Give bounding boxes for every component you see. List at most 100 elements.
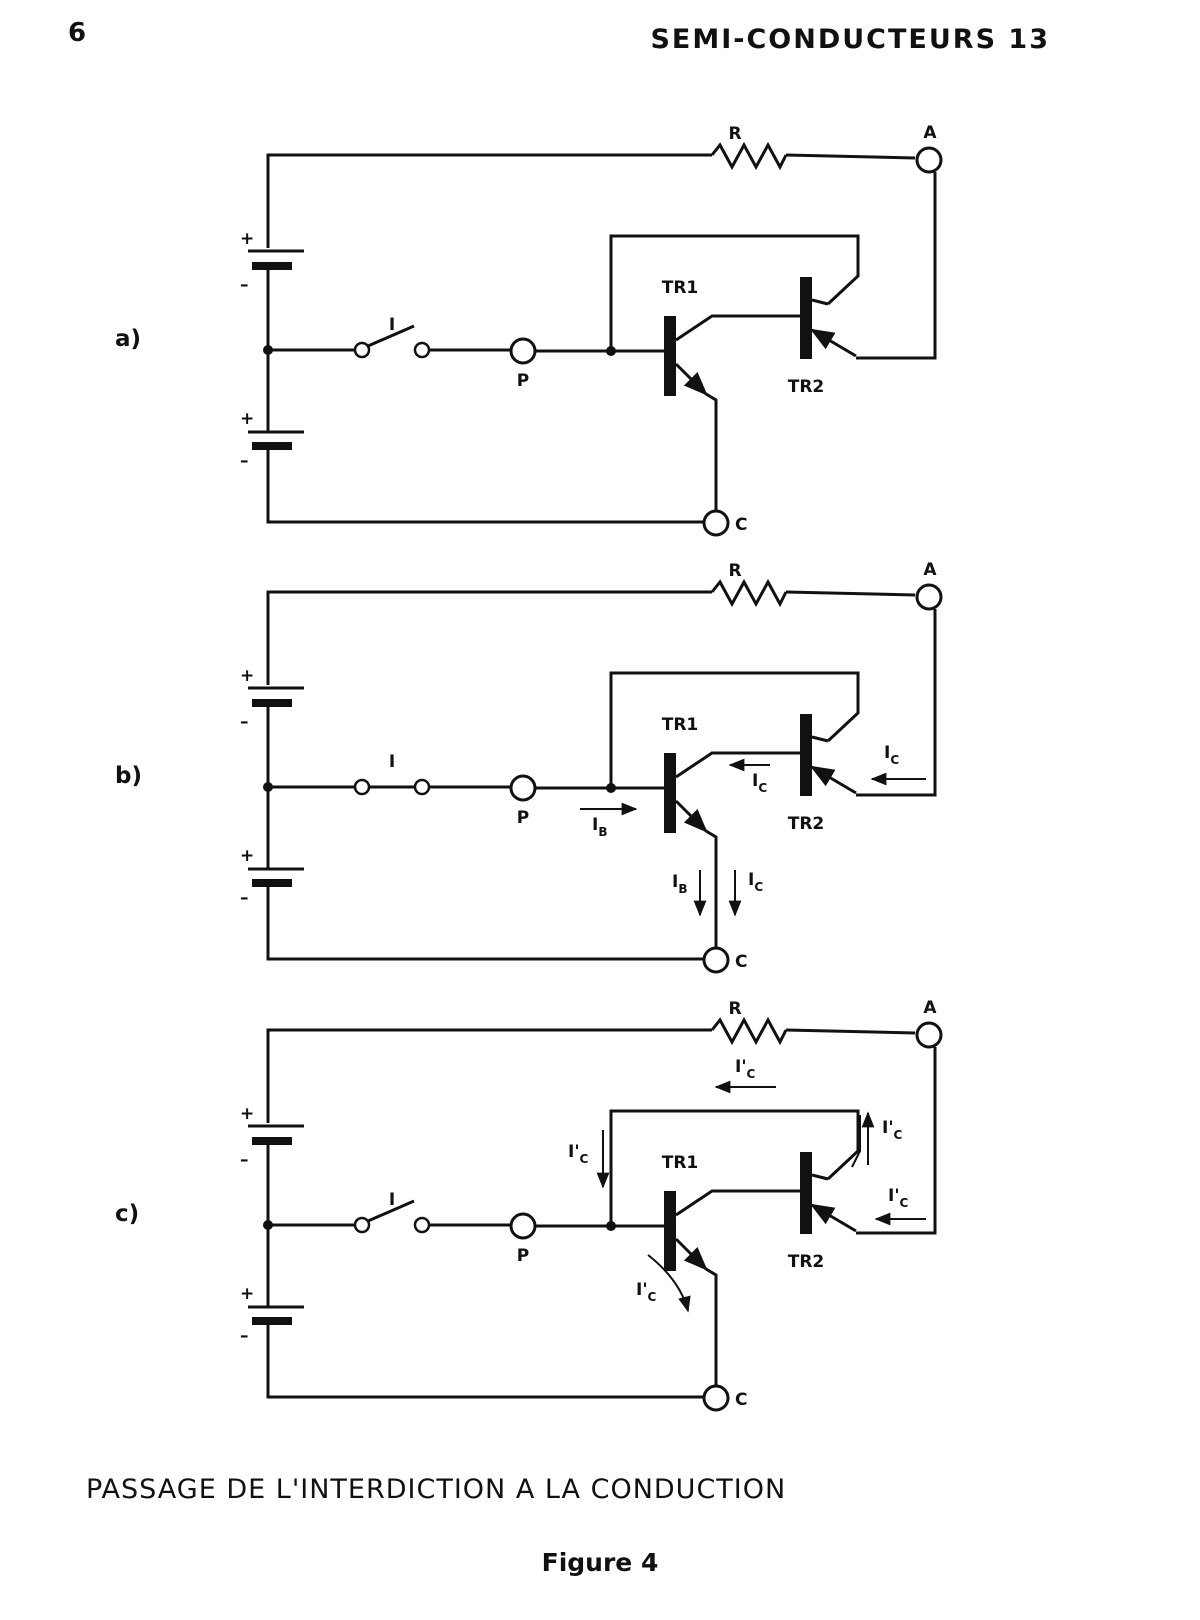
battery-top-plate xyxy=(252,699,292,707)
point-p xyxy=(509,774,537,802)
tr2-emitter xyxy=(809,765,857,795)
wire xyxy=(811,1173,829,1181)
terminal-c-label: C xyxy=(735,952,747,972)
wire xyxy=(675,751,800,779)
point-p-label: P xyxy=(517,808,529,828)
transistor-tr1-base xyxy=(664,316,676,396)
wire xyxy=(856,1047,937,1235)
transistor-tr1-base xyxy=(664,753,676,833)
terminal-a xyxy=(915,1021,943,1049)
wire xyxy=(266,450,704,524)
battery-bottom-plate xyxy=(252,442,292,450)
switch-contact xyxy=(353,341,371,359)
current-label: IB xyxy=(672,872,687,896)
wire xyxy=(785,153,916,160)
point-p-label: P xyxy=(517,1246,529,1266)
terminal-c-label: C xyxy=(735,1390,747,1410)
wire xyxy=(675,314,800,342)
transistor-tr2-base xyxy=(800,1152,812,1234)
transistor-tr2-base xyxy=(800,277,812,359)
battery-plus-label: + xyxy=(240,1284,254,1304)
battery-bottom-plate xyxy=(252,1317,292,1325)
current-label: IB xyxy=(592,815,607,839)
wire xyxy=(266,590,712,685)
wire xyxy=(609,234,860,351)
switch-i xyxy=(367,324,415,348)
terminal-c xyxy=(702,1384,730,1412)
terminal-c-label: C xyxy=(735,515,747,535)
tr1-emitter xyxy=(674,362,708,396)
figure-caption: PASSAGE DE L'INTERDICTION A LA CONDUCTIO… xyxy=(86,1474,787,1505)
battery-top-plate xyxy=(252,1137,292,1145)
switch-label: I xyxy=(389,315,395,335)
terminal-c xyxy=(702,946,730,974)
terminal-a-label: A xyxy=(923,998,937,1018)
point-p xyxy=(509,1212,537,1240)
transistor-tr1-label: TR1 xyxy=(662,278,699,298)
switch-contact xyxy=(413,778,431,796)
current-label: I'C xyxy=(735,1057,756,1081)
page-number: 6 xyxy=(68,18,87,48)
running-header: SEMI-CONDUCTEURS 13 xyxy=(650,24,1050,55)
transistor-tr2-base xyxy=(800,714,812,796)
transistor-tr2-label: TR2 xyxy=(788,1252,825,1272)
transistor-tr1-base xyxy=(664,1191,676,1271)
wire xyxy=(266,887,704,961)
wire xyxy=(675,1189,800,1217)
battery-plus-label: + xyxy=(240,846,254,866)
battery-plus-label: + xyxy=(240,666,254,686)
point-p-label: P xyxy=(517,371,529,391)
switch-contact xyxy=(353,778,371,796)
wire xyxy=(785,1028,916,1035)
current-path xyxy=(851,1115,861,1168)
terminal-c xyxy=(702,509,730,537)
battery-bottom-plate xyxy=(252,879,292,887)
wire xyxy=(705,1267,718,1386)
panel-label: a) xyxy=(115,326,141,352)
wire xyxy=(609,671,860,788)
battery-top-plate xyxy=(252,262,292,270)
current-label: IC xyxy=(752,771,767,795)
current-label: I'C xyxy=(636,1280,657,1304)
resistor-label: R xyxy=(728,561,741,581)
current-label: IC xyxy=(748,870,763,894)
battery-minus-label: – xyxy=(240,1150,249,1170)
switch-contact xyxy=(353,1216,371,1234)
battery-minus-label: – xyxy=(240,451,249,471)
terminal-a-label: A xyxy=(923,123,937,143)
terminal-a xyxy=(915,583,943,611)
battery-minus-label: – xyxy=(240,275,249,295)
transistor-tr1-label: TR1 xyxy=(662,715,699,735)
switch-label: I xyxy=(389,752,395,772)
wire xyxy=(705,829,718,948)
wire xyxy=(811,735,829,743)
tr2-emitter xyxy=(809,1203,857,1233)
terminal-a xyxy=(915,146,943,174)
transistor-tr1-label: TR1 xyxy=(662,1153,699,1173)
battery-plus-label: + xyxy=(240,1104,254,1124)
battery-minus-label: – xyxy=(240,712,249,732)
wire xyxy=(811,298,829,306)
terminal-a-label: A xyxy=(923,560,937,580)
current-arrow xyxy=(647,1254,691,1313)
wire xyxy=(266,1325,704,1399)
battery-plus-label: + xyxy=(240,409,254,429)
switch-label: I xyxy=(389,1190,395,1210)
current-label: I'C xyxy=(882,1118,903,1142)
panel-label: b) xyxy=(115,763,142,789)
wire xyxy=(266,153,712,248)
resistor-r xyxy=(710,578,788,608)
tr1-emitter xyxy=(674,1237,708,1271)
current-label: IC xyxy=(884,743,899,767)
resistor-r xyxy=(710,141,788,171)
resistor-r xyxy=(710,1016,788,1046)
tr2-emitter xyxy=(809,328,857,358)
wire xyxy=(785,590,916,597)
switch-contact xyxy=(413,341,431,359)
resistor-label: R xyxy=(728,124,741,144)
current-label: I'C xyxy=(888,1186,909,1210)
wire xyxy=(609,1109,860,1226)
